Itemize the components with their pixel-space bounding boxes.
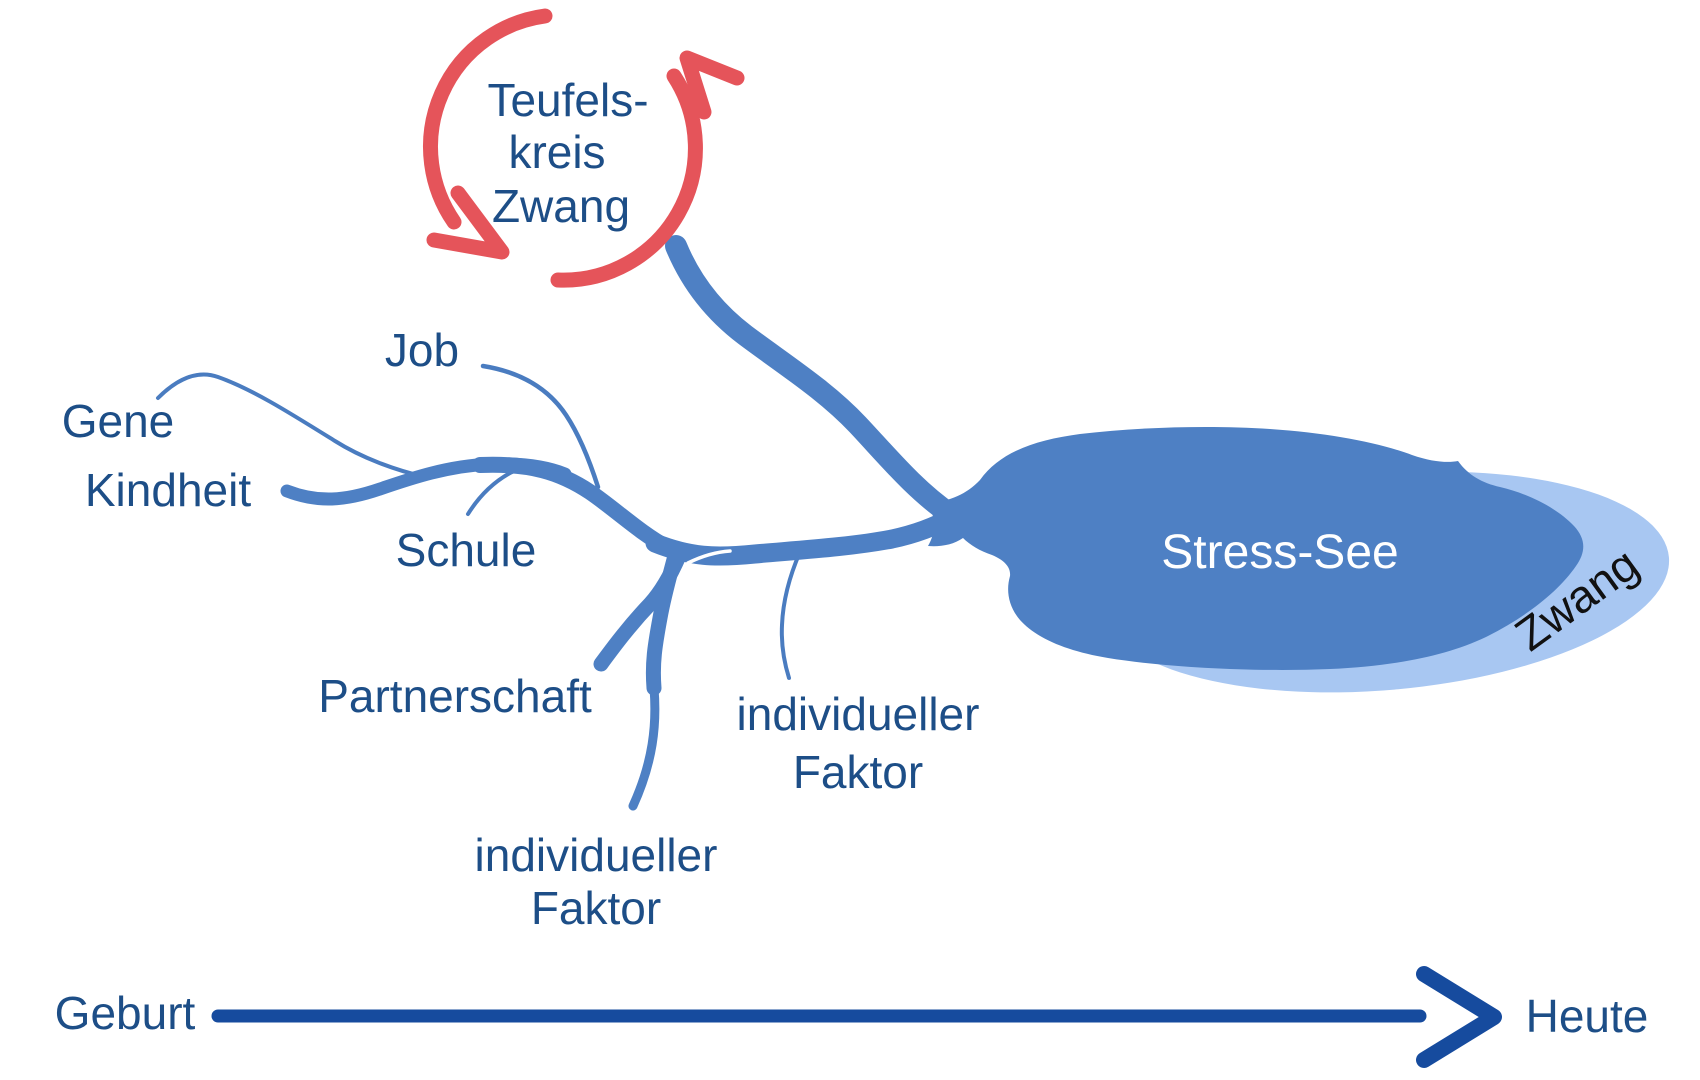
vicious-cycle-icon <box>423 8 745 288</box>
junction-highlight <box>686 549 732 565</box>
individual-factor-bottom-stream-lower <box>628 683 660 811</box>
cycle-branch-stream <box>665 235 961 525</box>
partnerschaft-label: Partnerschaft <box>318 670 592 722</box>
cycle-label-line1: Teufels- <box>487 74 648 126</box>
main-river-right <box>645 507 962 566</box>
individual-factor-bottom-label-line1: individueller <box>475 829 718 881</box>
river-system <box>156 235 962 811</box>
main-river-middle <box>472 456 676 556</box>
cycle-arrowhead-bottom-left <box>426 185 510 260</box>
cycle-label-line3: Zwang <box>492 180 630 232</box>
timeline-end-label: Heute <box>1526 990 1649 1042</box>
individual-factor-right-label-line2: Faktor <box>793 746 923 798</box>
kindheit-label: Kindheit <box>85 464 251 516</box>
gene-stream <box>156 372 427 479</box>
cycle-arrowhead-top-right <box>679 50 745 120</box>
job-stream <box>480 363 601 490</box>
cycle-arc-left <box>423 8 553 230</box>
schule-label: Schule <box>396 524 537 576</box>
timeline-arrow <box>211 966 1502 1068</box>
individual-factor-right-label-line1: individueller <box>737 688 980 740</box>
stress-lake-label: Stress-See <box>1161 526 1398 579</box>
labels: Teufels- kreis Zwang Gene Kindheit Job S… <box>55 74 1649 1042</box>
individual-factor-right-stream <box>779 550 802 680</box>
timeline-arrowhead-icon <box>1416 966 1502 1068</box>
timeline-start-label: Geburt <box>55 987 196 1039</box>
individual-factor-bottom-label-line2: Faktor <box>531 882 661 934</box>
stress-lake <box>928 426 1584 670</box>
gene-label: Gene <box>62 395 175 447</box>
job-label: Job <box>385 324 459 376</box>
cycle-arc-right <box>550 68 703 288</box>
stress-lake-shape <box>928 426 1584 670</box>
individual-factor-bottom-stream-upper <box>645 544 684 696</box>
cycle-label-line2: kreis <box>508 126 605 178</box>
